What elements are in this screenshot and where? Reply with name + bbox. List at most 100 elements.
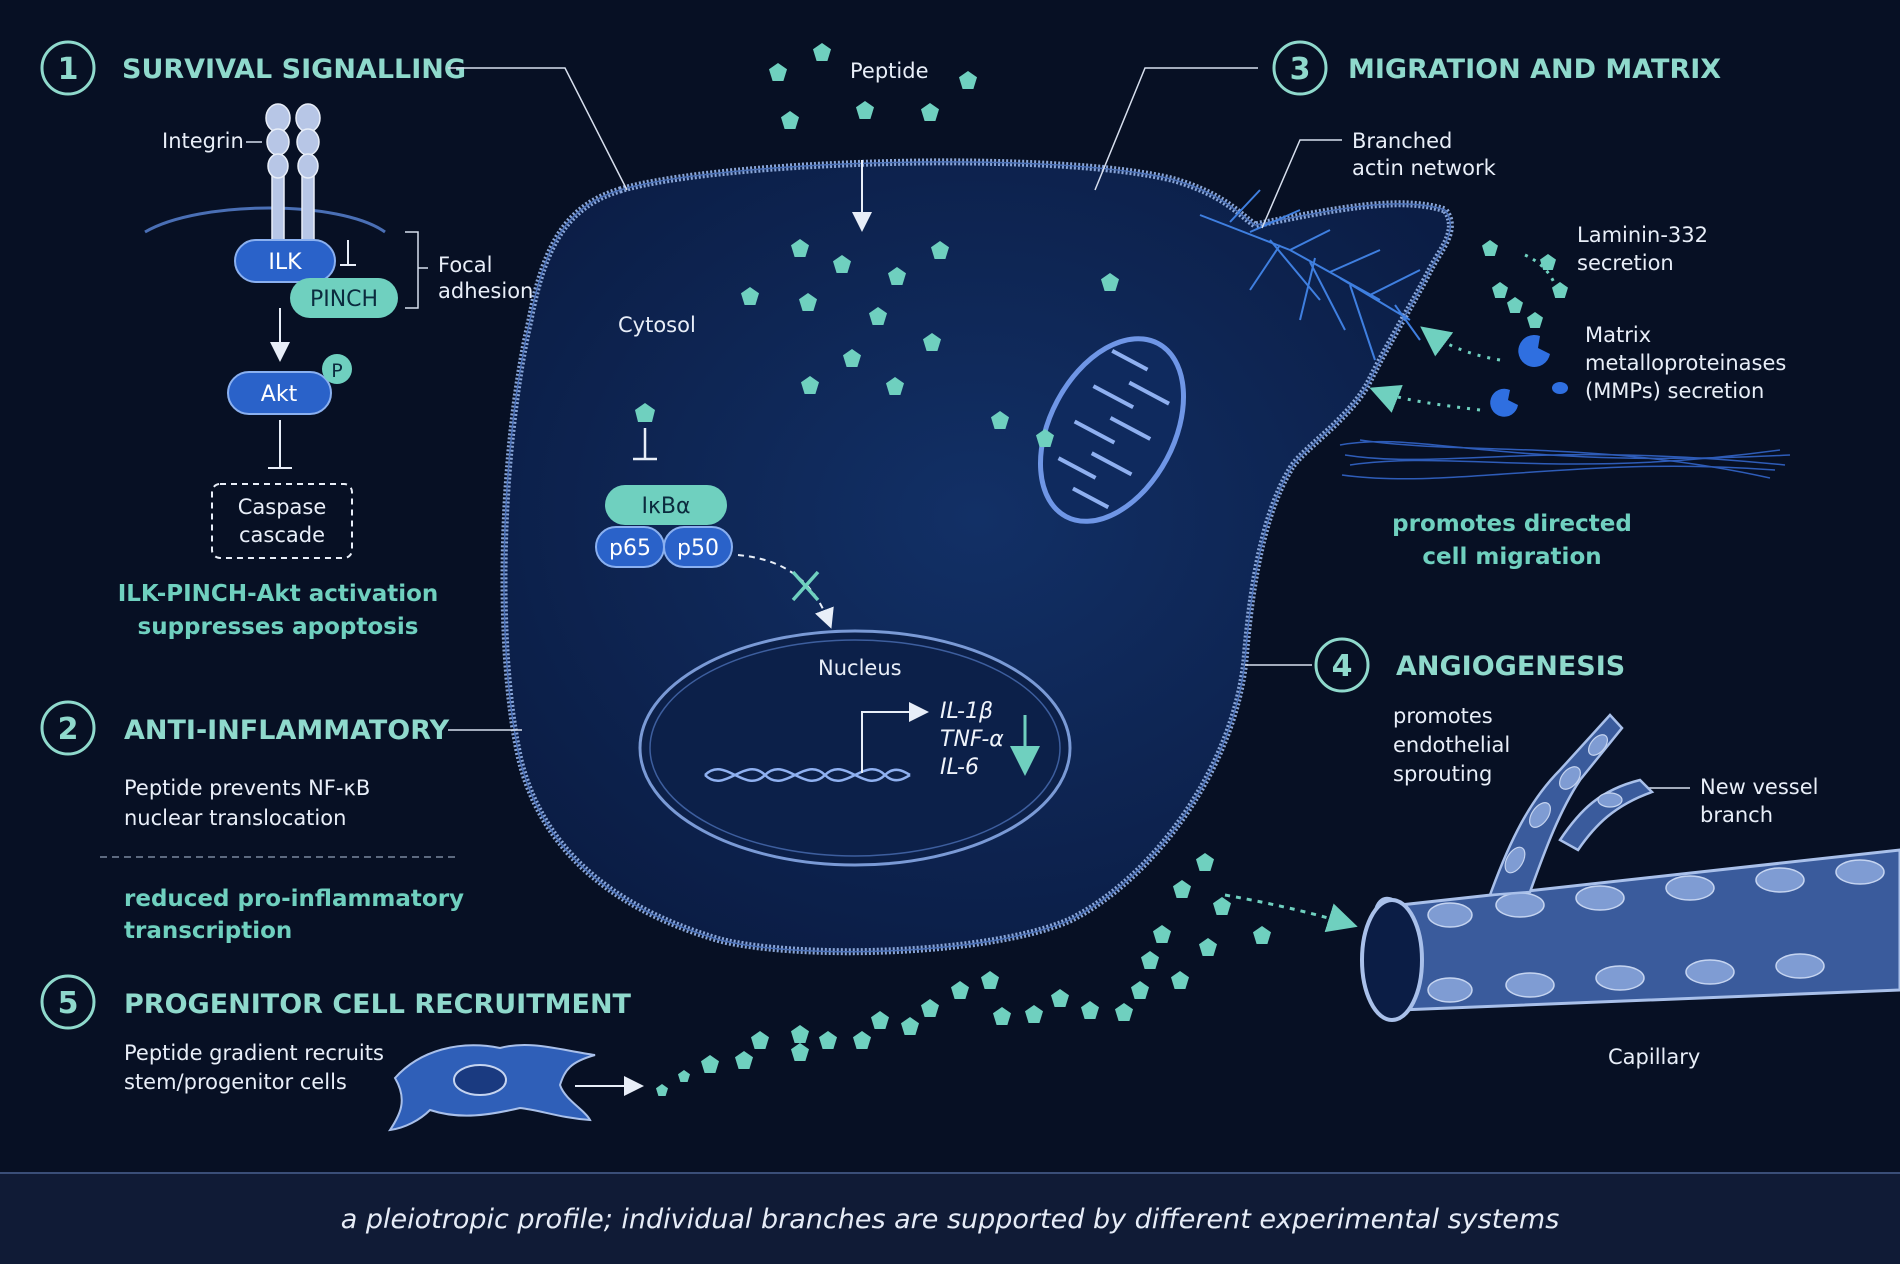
anti-inflam-note-2: transcription [124,918,292,944]
section-1-title: SURVIVAL SIGNALLING [122,54,466,85]
nfkb-complex: IκBα p65 p50 [595,403,834,629]
peptide-particle-icon [993,1007,1011,1025]
peptide-particle-icon [1051,989,1069,1007]
cytosol-label: Cytosol [618,313,696,337]
peptide-particle-icon [991,411,1009,429]
peptide-particle-icon [799,293,817,311]
survival-note-1: ILK-PINCH-Akt activation [118,581,439,607]
peptide-particle-icon [791,1043,809,1061]
peptide-particle-icon [1173,880,1191,898]
p50-label: p50 [677,536,719,561]
p65-label: p65 [609,536,651,561]
section-4-number: 4 [1332,649,1353,684]
laminin-particle-icon [1492,282,1508,298]
anti-inflam-text-1: Peptide prevents NF-κB [124,776,370,800]
survival-note-2: suppresses apoptosis [138,614,419,640]
peptide-particle-icon [1141,951,1159,969]
angio-text-3: sprouting [1393,762,1492,786]
peptide-particle-icon [781,111,799,129]
section-3-title: MIGRATION AND MATRIX [1348,54,1721,85]
integrin-icon [265,103,321,241]
new-branch-label-2: branch [1700,803,1773,827]
plasma-membrane-arc [144,206,386,234]
mmp-label-3: (MMPs) secretion [1585,379,1764,403]
peptide-label: Peptide [850,59,928,83]
focal-adhesion-label-1: Focal [438,253,492,277]
laminin-particle-icon [1552,282,1568,298]
progenitor-text-1: Peptide gradient recruits [124,1041,384,1065]
peptide-particle-icon [921,103,939,121]
capillary-label: Capillary [1608,1045,1700,1069]
peptide-particle-icon [1115,1003,1133,1021]
section-angiogenesis: 4 ANGIOGENESIS promotes endothelial spro… [1224,637,1900,1069]
peptide-particle-icon [701,1055,719,1073]
section-4-title: ANGIOGENESIS [1396,651,1625,682]
section-1-number: 1 [58,52,79,87]
pinch-label: PINCH [310,287,378,312]
laminin-particle-icon [1527,312,1543,328]
peptide-particle-icon [735,1051,753,1069]
section-migration: 3 MIGRATION AND MATRIX Branched actin ne… [1094,40,1791,570]
progenitor-text-2: stem/progenitor cells [124,1070,347,1094]
laminin-particle-icon [1540,254,1556,270]
migration-note-2: cell migration [1422,544,1601,570]
peptide-particle-icon [981,971,999,989]
section-2-number: 2 [58,712,79,747]
peptide-particle-icon [1101,273,1119,291]
caspase-label-1: Caspase [238,495,327,519]
peptide-particle-icon [656,1084,668,1096]
mmp-label-2: metalloproteinases [1585,351,1786,375]
peptide-particle-icon [801,376,819,394]
gene-il1b: IL-1β [940,699,993,724]
phosphate-label: P [331,360,342,382]
actin-network [1199,189,1421,361]
peptide-particle-icon [741,287,759,305]
focal-adhesion-label-2: adhesion [438,279,533,303]
ikba-label: IκBα [641,494,690,519]
laminin-label-1: Laminin-332 [1577,223,1708,247]
new-branch-label-1: New vessel [1700,775,1818,799]
actin-label-2: actin network [1352,156,1497,180]
pathway-illustration: Nucleus IL-1β TNF-α IL-6 Cytosol IκBα p6… [40,40,1900,1132]
peptide-particle-icon [886,377,904,395]
peptide-particle-icon [856,101,874,119]
peptide-particles [656,43,1568,1096]
mmp-icons [1490,334,1568,417]
migration-note-1: promotes directed [1392,511,1632,537]
section-5-number: 5 [58,986,79,1021]
angio-text-2: endothelial [1393,733,1510,757]
anti-inflam-note-1: reduced pro-inflammatory [124,886,464,912]
phosphate-icon [322,354,352,384]
footer-caption: a pleiotropic profile; individual branch… [340,1203,1560,1235]
peptide-particle-icon [921,999,939,1017]
angio-text-1: promotes [1393,704,1493,728]
nucleus: Nucleus IL-1β TNF-α IL-6 [638,629,1072,867]
peptide-particle-icon [951,981,969,999]
peptide-particle-icon [1153,925,1171,943]
peptide-particle-icon [959,71,977,89]
peptide-particle-icon [843,349,861,367]
peptide-particle-icon [931,241,949,259]
sprout-2 [1558,778,1655,852]
peptide-particle-icon [1199,938,1217,956]
extracellular-matrix-fibers [1339,439,1791,480]
peptide-particle-icon [1213,897,1231,915]
section-progenitor: 5 PROGENITOR CELL RECRUITMENT Peptide gr… [40,974,644,1132]
nucleus-label: Nucleus [818,656,902,680]
laminin-label-2: secretion [1577,251,1674,275]
section-2-title: ANTI-INFLAMMATORY [124,715,450,746]
peptide-particle-icon [901,1017,919,1035]
caspase-label-2: cascade [239,523,325,547]
akt-label: Akt [261,382,298,407]
peptide-particle-icon [871,1011,889,1029]
peptide-particle-icon [853,1031,871,1049]
capillary [1360,713,1900,1022]
peptide-particle-icon [1081,1001,1099,1019]
anti-inflam-text-2: nuclear translocation [124,806,346,830]
peptide-particle-icon [869,307,887,325]
peptide-particle-icon [833,255,851,273]
peptide-particle-icon [1171,971,1189,989]
peptide-particle-icon [888,267,906,285]
footer-banner: a pleiotropic profile; individual branch… [0,1172,1900,1264]
